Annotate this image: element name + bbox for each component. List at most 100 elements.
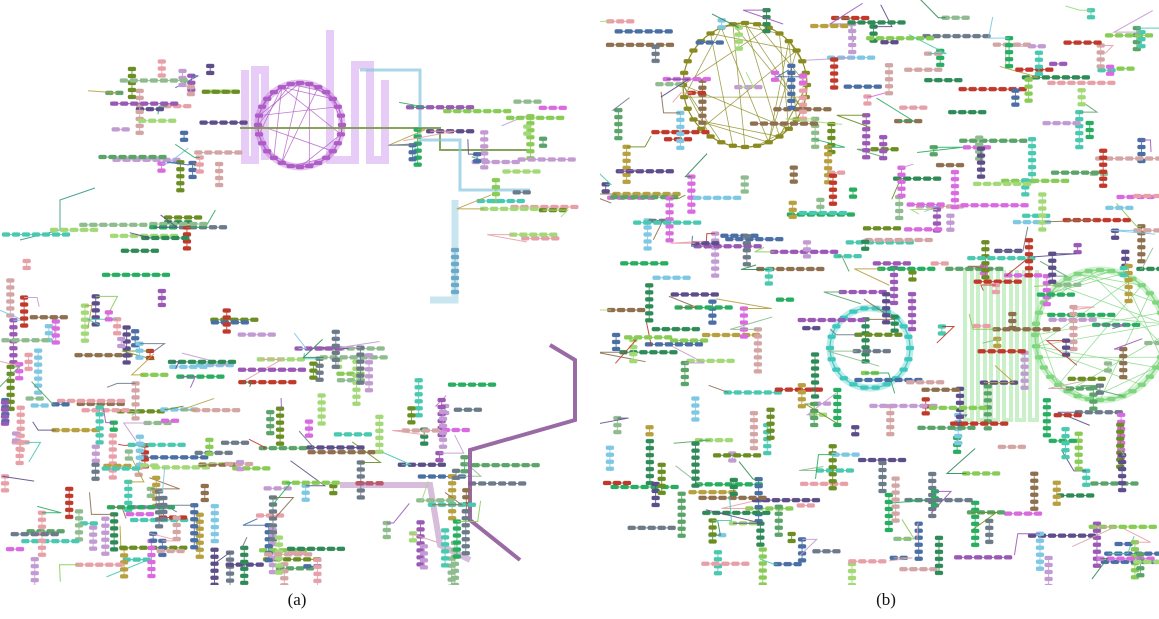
pathway-edge — [823, 291, 861, 305]
reaction-node — [891, 504, 900, 509]
reaction-node — [644, 29, 653, 34]
reaction-node — [913, 227, 923, 232]
reaction-node — [948, 109, 957, 115]
reaction-node — [739, 320, 749, 325]
reaction-node — [266, 417, 275, 422]
reaction-node — [521, 462, 530, 468]
reaction-node — [758, 582, 767, 585]
reaction-node — [529, 206, 539, 211]
reaction-node — [154, 524, 164, 529]
pathway-edge — [37, 505, 62, 514]
reaction-node — [440, 563, 450, 568]
reaction-node — [997, 444, 1007, 450]
reaction-node — [861, 345, 870, 350]
pathway-edge — [1015, 270, 1026, 422]
reaction-node — [551, 236, 560, 241]
reaction-node — [889, 403, 898, 409]
reaction-node — [680, 292, 689, 297]
reaction-node — [131, 402, 140, 407]
reaction-node — [934, 542, 944, 548]
reaction-node — [904, 67, 913, 72]
reaction-node — [189, 364, 198, 370]
reaction-node — [235, 459, 245, 465]
reaction-node — [267, 367, 277, 372]
reaction-node — [451, 427, 460, 433]
reaction-node — [462, 488, 471, 493]
reaction-node — [755, 237, 764, 242]
reaction-node — [1050, 178, 1060, 183]
reaction-node — [887, 20, 896, 25]
reaction-node — [218, 225, 228, 230]
pathway-edge — [982, 338, 1001, 344]
reaction-node — [770, 77, 780, 82]
reaction-node — [930, 261, 939, 266]
reaction-node — [784, 387, 794, 392]
reaction-node — [1067, 80, 1076, 86]
reaction-node — [802, 254, 812, 259]
reaction-node — [414, 413, 423, 418]
reaction-node — [280, 583, 289, 585]
reaction-node — [436, 498, 445, 503]
reaction-node — [983, 391, 992, 396]
reaction-node — [331, 336, 340, 342]
reaction-node — [934, 570, 944, 576]
reaction-node — [779, 121, 789, 126]
reaction-node — [180, 455, 189, 460]
reaction-node — [230, 440, 240, 445]
reaction-node — [708, 539, 717, 544]
reaction-node — [613, 429, 622, 435]
reaction-node — [924, 78, 933, 83]
reaction-node — [229, 120, 238, 125]
panel-b-diagram — [600, 0, 1159, 585]
reaction-node — [210, 568, 219, 573]
reaction-node — [741, 561, 750, 566]
reaction-node — [965, 266, 974, 271]
reaction-node — [1020, 371, 1029, 376]
reaction-node — [1047, 312, 1056, 318]
reaction-node — [973, 555, 983, 560]
reaction-node — [119, 553, 129, 558]
reaction-node — [179, 364, 188, 370]
reaction-node — [650, 194, 659, 200]
reaction-node — [1126, 556, 1135, 561]
reaction-node — [438, 423, 448, 428]
reaction-node — [1013, 279, 1022, 284]
reaction-node — [356, 380, 365, 385]
reaction-node — [862, 226, 872, 231]
reaction-node — [605, 42, 615, 48]
reaction-node — [818, 210, 828, 216]
reaction-node — [257, 332, 266, 337]
reaction-node — [1077, 88, 1086, 93]
reaction-node — [356, 474, 365, 479]
reaction-node — [1020, 364, 1029, 369]
reaction-node — [30, 556, 39, 562]
reaction-node — [936, 380, 945, 385]
reaction-node — [713, 557, 723, 562]
reaction-node — [1099, 162, 1108, 167]
reaction-node — [110, 101, 119, 106]
pathway-edge — [738, 72, 755, 88]
reaction-node — [268, 516, 278, 521]
reaction-node — [890, 328, 899, 333]
reaction-node — [983, 279, 992, 284]
reaction-node — [266, 431, 275, 436]
pathway-edge — [1100, 44, 1115, 54]
reaction-node — [1110, 235, 1120, 240]
reaction-node — [111, 127, 120, 132]
reaction-node — [851, 452, 860, 457]
reaction-node — [691, 462, 700, 467]
reaction-node — [161, 235, 170, 241]
pathway-edge — [161, 147, 189, 165]
reaction-node — [179, 221, 188, 227]
cycle-chord — [309, 83, 334, 100]
reaction-node — [677, 519, 686, 524]
reaction-node — [240, 552, 249, 558]
cycle-chord — [1141, 367, 1157, 386]
reaction-node — [934, 556, 944, 562]
reaction-node — [809, 121, 819, 126]
reaction-node — [710, 252, 720, 257]
reaction-node — [450, 261, 460, 267]
reaction-node — [1102, 217, 1111, 223]
reaction-node — [301, 497, 310, 502]
reaction-node — [104, 352, 113, 358]
